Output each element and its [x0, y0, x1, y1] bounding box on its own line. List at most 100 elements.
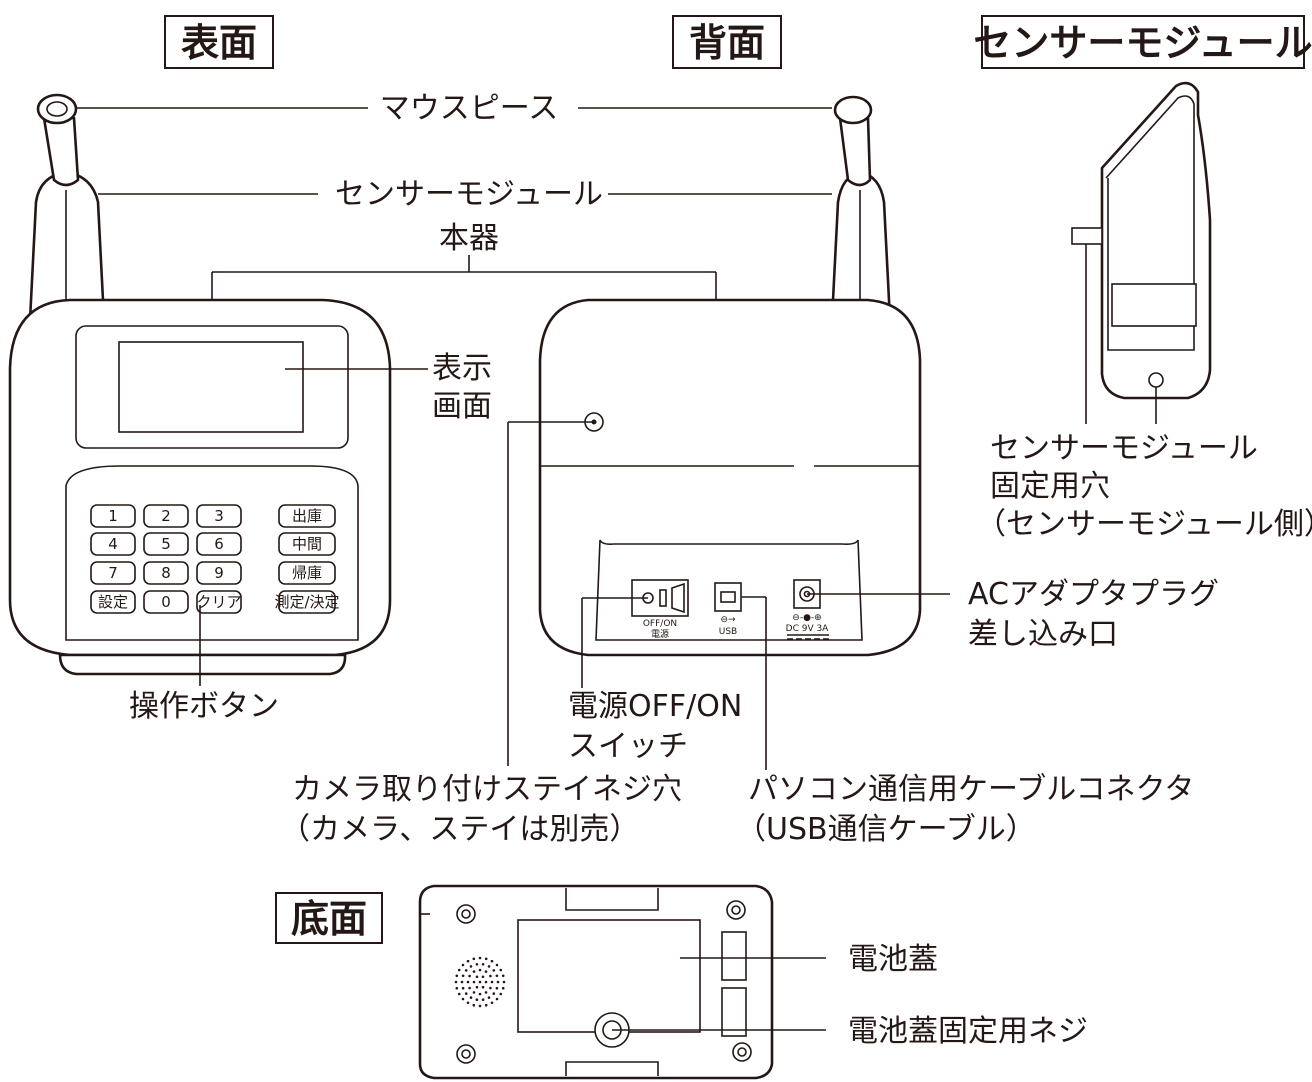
label-sensor-module: センサーモジュール: [335, 177, 603, 212]
key-1[interactable]: 1: [90, 504, 136, 528]
key-12[interactable]: クリア: [196, 590, 242, 614]
speaker-hole: [461, 963, 465, 967]
speaker-hole: [484, 957, 488, 961]
speaker-hole: [478, 1004, 482, 1008]
speaker-hole: [469, 965, 473, 968]
label-pc-2: （USB通信ケーブル）: [736, 812, 1036, 847]
key-10[interactable]: 設定: [90, 590, 136, 614]
key-label: 2: [161, 507, 171, 525]
header-bottom: 底面: [275, 892, 383, 944]
speaker-hole: [469, 996, 473, 999]
label-battery-cover: 電池蓋: [848, 942, 938, 977]
key-8[interactable]: 8: [143, 561, 189, 585]
speaker-hole: [490, 980, 494, 984]
header-bottom-text: 底面: [291, 897, 367, 941]
speaker-grille: [454, 956, 506, 1008]
speaker-hole: [475, 963, 479, 966]
key-4[interactable]: 4: [90, 532, 136, 556]
header-front: 表面: [164, 15, 274, 69]
speaker-hole: [478, 992, 482, 996]
speaker-hole: [457, 968, 461, 972]
speaker-hole: [466, 980, 470, 984]
key-11[interactable]: 0: [143, 590, 189, 614]
key-label: クリア: [196, 593, 241, 611]
label-power-1: 電源OFF/ON: [568, 689, 742, 724]
dc-label: DC 9V 3A: [786, 624, 830, 634]
speaker-hole: [472, 1003, 476, 1007]
power-switch-sublabel: 電源: [651, 629, 669, 640]
label-ac-1: ACアダプタプラグ: [968, 577, 1219, 612]
label-sensor-hole-3: （センサーモジュール側）: [976, 507, 1312, 542]
speaker-hole: [464, 969, 468, 972]
leader-lines: [76, 107, 1157, 1031]
key-7[interactable]: 7: [90, 561, 136, 585]
side-key-2[interactable]: 中間: [278, 532, 336, 556]
front-display-screen: [118, 341, 304, 433]
front-mouthpiece: [42, 116, 80, 187]
speaker-hole: [478, 956, 482, 960]
speaker-hole: [478, 968, 482, 972]
speaker-hole: [484, 970, 488, 973]
speaker-hole: [461, 974, 465, 978]
label-display-2: 画面: [432, 389, 492, 424]
speaker-hole: [455, 974, 459, 978]
usb-label: USB: [719, 627, 737, 637]
header-back-text: 背面: [689, 21, 765, 65]
label-buttons: 操作ボタン: [129, 689, 279, 724]
speaker-hole: [499, 968, 503, 972]
speaker-hole: [481, 975, 485, 979]
speaker-hole: [490, 1001, 494, 1005]
speaker-hole: [468, 986, 471, 990]
key-9[interactable]: 9: [196, 561, 242, 585]
labels: マウスピース センサーモジュール 本器 表示 画面 操作ボタン センサーモジュー…: [129, 91, 1312, 1049]
side-key-1[interactable]: 出庫: [278, 504, 336, 528]
label-sensor-hole-1: センサーモジュール: [990, 431, 1258, 466]
side-key-label: 中間: [292, 535, 322, 553]
speaker-hole: [495, 974, 499, 978]
dc-polarity: ⊖-●-⊕: [792, 613, 821, 623]
back-mouthpiece-top: [833, 95, 873, 125]
speaker-hole: [492, 992, 496, 995]
speaker-hole: [454, 980, 458, 984]
side-key-4[interactable]: 測定/決定: [274, 590, 340, 614]
speaker-hole: [499, 992, 503, 996]
label-sensor-hole-2: 固定用穴: [990, 469, 1110, 504]
header-back: 背面: [672, 15, 782, 69]
speaker-hole: [501, 974, 505, 978]
speaker-hole: [461, 986, 465, 990]
key-label: 7: [108, 564, 118, 582]
header-front-text: 表面: [181, 21, 257, 65]
speaker-hole: [478, 980, 482, 984]
side-key-label: 測定/決定: [274, 593, 339, 611]
speaker-hole: [472, 991, 476, 994]
speaker-hole: [472, 957, 476, 961]
key-label: 3: [214, 507, 224, 525]
speaker-hole: [487, 965, 491, 968]
speaker-hole: [466, 1001, 470, 1005]
key-6[interactable]: 6: [196, 532, 242, 556]
key-2[interactable]: 2: [143, 504, 189, 528]
speaker-hole: [484, 991, 488, 994]
speaker-hole: [481, 998, 485, 1001]
speaker-hole: [481, 985, 485, 989]
header-sensor: センサーモジュール: [973, 15, 1312, 69]
speaker-hole: [496, 980, 500, 984]
speaker-hole: [484, 1003, 488, 1007]
power-switch-label: OFF/ON: [643, 619, 677, 629]
key-5[interactable]: 5: [143, 532, 189, 556]
speaker-hole: [472, 970, 476, 973]
speaker-hole: [489, 974, 492, 978]
speaker-hole: [502, 980, 506, 984]
side-key-label: 出庫: [292, 507, 322, 525]
key-label: 1: [108, 507, 118, 525]
header-sensor-text: センサーモジュール: [973, 21, 1312, 65]
speaker-hole: [495, 997, 499, 1001]
speaker-hole: [468, 974, 471, 978]
key-3[interactable]: 3: [196, 504, 242, 528]
speaker-hole: [464, 992, 468, 995]
label-camera-2: （カメラ、ステイは別売）: [280, 812, 639, 847]
label-power-2: スイッチ: [568, 729, 688, 764]
side-key-3[interactable]: 帰庫: [278, 561, 336, 585]
